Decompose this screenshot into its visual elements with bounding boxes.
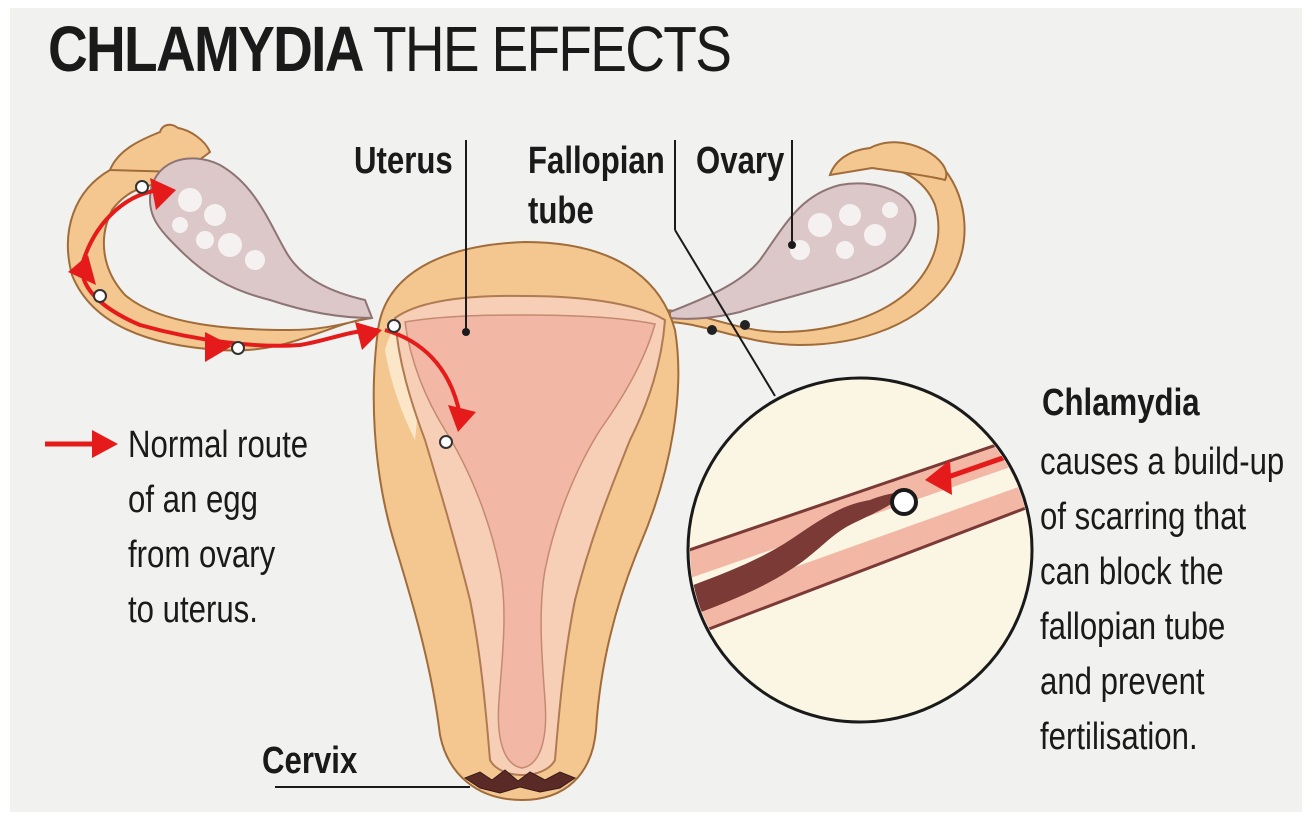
label-fallopian-line1: Fallopian — [528, 140, 665, 183]
legend-line: from ovary — [128, 528, 308, 583]
legend-text: Normal route of an egg from ovary to ute… — [128, 418, 308, 638]
chlamydia-line: fallopian tube — [1040, 600, 1284, 655]
chlamydia-line: and prevent — [1040, 655, 1284, 710]
label-fallopian-line2: tube — [528, 190, 594, 233]
uterus-pointer-dot — [462, 328, 470, 336]
chlamydia-line: fertilisation. — [1040, 710, 1284, 765]
ovary-pointer-dot — [788, 241, 796, 249]
chlamydia-line: of scarring that — [1040, 490, 1284, 545]
label-ovary: Ovary — [696, 140, 784, 183]
right-fimbriae — [830, 142, 946, 180]
legend-line: Normal route — [128, 418, 308, 473]
title-bold: CHLAMYDIA — [48, 12, 363, 86]
chlamydia-description: causes a build-up of scarring that can b… — [1040, 435, 1284, 765]
left-ovary — [150, 158, 372, 318]
chlamydia-line: can block the — [1040, 545, 1284, 600]
label-cervix: Cervix — [262, 740, 357, 783]
label-uterus: Uterus — [354, 140, 453, 183]
title-rest: THE EFFECTS — [373, 12, 730, 86]
inset-egg — [892, 490, 916, 514]
chlamydia-heading: Chlamydia — [1042, 382, 1200, 425]
legend-arrow-icon — [45, 430, 118, 458]
legend-line: of an egg — [128, 473, 308, 528]
legend-line: to uterus. — [128, 583, 308, 638]
chlamydia-line: causes a build-up — [1040, 435, 1284, 490]
